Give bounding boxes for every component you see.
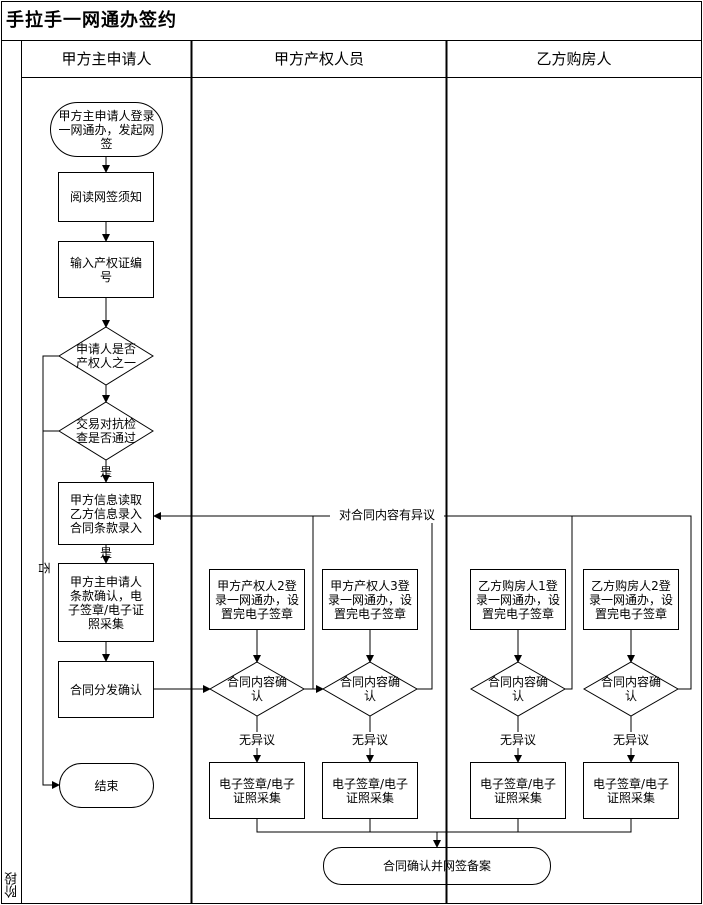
trade-check-decision: 交易对抗检 查是否通过 xyxy=(75,417,136,445)
lane-header-buyers: 乙方购房人 xyxy=(536,50,612,68)
edge-label-no-objection-2: 无异议 xyxy=(345,732,395,748)
edge-label-no-objection-4: 无异议 xyxy=(606,732,656,748)
start-terminal-shape xyxy=(50,102,163,157)
owner3-login-node: 甲方产权人3登 录一网通办，设 置完电子签章 xyxy=(327,578,412,621)
distribute-node: 合同分发确认 xyxy=(69,682,142,697)
buyer1-login-node: 乙方购房人1登 录一网通办，设 置完电子签章 xyxy=(475,578,560,621)
buyer1-login-shape xyxy=(470,569,566,630)
loop-d1 xyxy=(304,516,314,690)
sig3-node: 电子签章/电子 证照采集 xyxy=(479,776,557,805)
final-node: 合同确认并网签备案 xyxy=(382,859,491,873)
owner3-login-shape xyxy=(322,569,418,630)
owner2-login-node: 甲方产权人2登 录一网通办，设 置完电子签章 xyxy=(214,578,299,621)
edge-label-no-objection-3: 无异议 xyxy=(493,732,543,748)
input-cert-node: 输入产权证编 号 xyxy=(69,255,142,284)
buyer2-login-shape xyxy=(583,569,679,630)
confirm-decision-4: 合同内容确 认 xyxy=(600,675,661,703)
arrow-no-end xyxy=(42,355,60,789)
sig2-node: 电子签章/电子 证照采集 xyxy=(331,776,409,805)
edge-label-objection: 对合同内容有异议 xyxy=(330,507,444,523)
lane-header-applicant: 甲方主申请人 xyxy=(61,50,152,68)
confirm-decision-2: 合同内容确 认 xyxy=(339,675,400,703)
end-node: 结束 xyxy=(94,778,119,793)
edge-label-no-objection-1: 无异议 xyxy=(232,732,282,748)
diagram-title: 手拉手一网通办签约 xyxy=(6,10,177,31)
owner2-login-shape xyxy=(209,569,305,630)
loop-d3 xyxy=(565,516,573,690)
start-node: 甲方主申请人登录 一网通办，发起网 签 xyxy=(58,108,155,151)
loop-d2 xyxy=(417,516,433,690)
buyer2-login-node: 乙方购房人2登 录一网通办，设 置完电子签章 xyxy=(588,578,673,621)
confirm-decision-1: 合同内容确 认 xyxy=(226,675,287,703)
edge-label-no: 否 xyxy=(37,561,51,574)
edge-label-yes-2: 是 xyxy=(99,546,112,560)
confirm-decision-3: 合同内容确 认 xyxy=(487,675,548,703)
read-notice-node: 阅读网签须知 xyxy=(69,190,142,204)
edge-label-yes-1: 是 xyxy=(99,465,112,479)
confirm-terms-node: 甲方主申请人 条款确认，电 子签章/电子证 照采集 xyxy=(67,574,145,631)
merge-line xyxy=(256,819,632,833)
stage-label: 阶段 xyxy=(5,872,20,898)
sig1-node: 电子签章/电子 证照采集 xyxy=(218,776,296,805)
info-entry-node: 甲方信息读取 乙方信息录入 合同条款录入 xyxy=(69,492,142,535)
is-owner-decision: 申请人是否 产权人之一 xyxy=(75,342,136,370)
lane-header-owners: 甲方产权人员 xyxy=(273,50,364,68)
sig4-node: 电子签章/电子 证照采集 xyxy=(592,776,670,805)
